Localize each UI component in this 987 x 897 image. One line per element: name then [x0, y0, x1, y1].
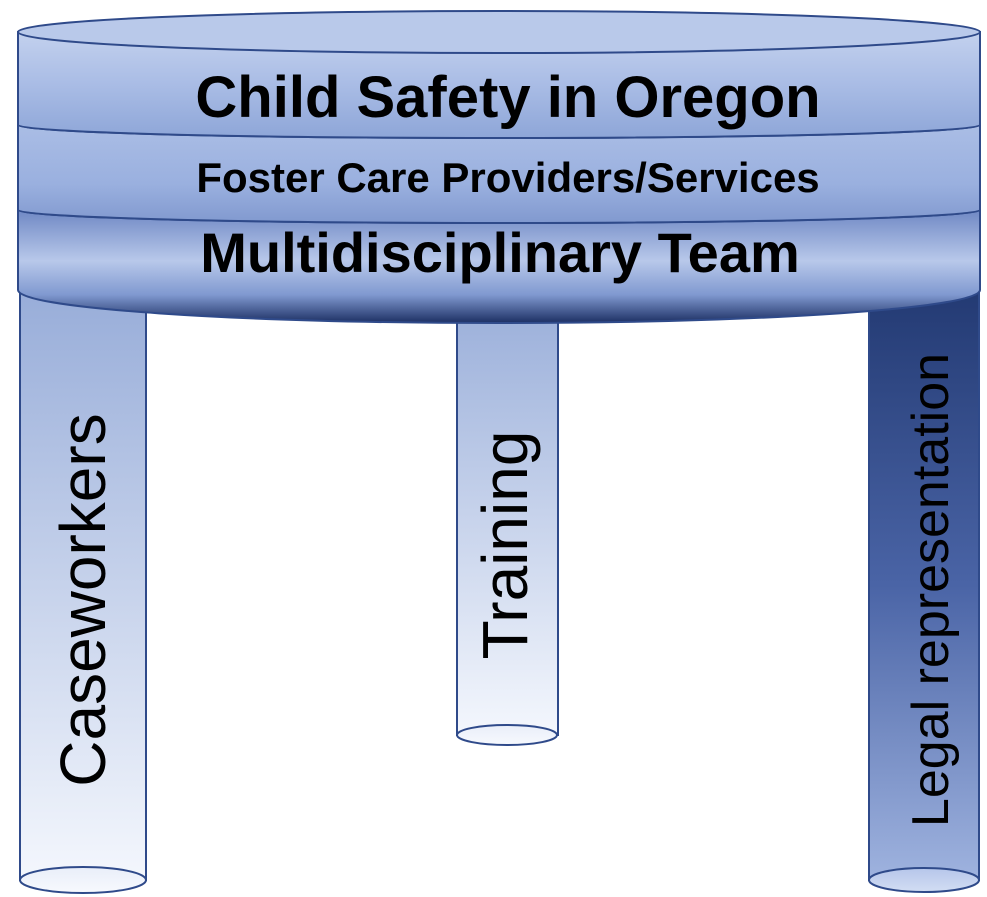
tier-child-safety-label: Child Safety in Oregon — [195, 65, 820, 130]
leg-training-label: Training — [469, 431, 541, 660]
tier-multidisciplinary-team-label: Multidisciplinary Team — [200, 221, 800, 284]
leg-training-foot — [456, 724, 558, 746]
leg-caseworkers-foot — [19, 866, 147, 894]
tabletop-surface — [17, 10, 981, 54]
leg-training: Training — [456, 289, 559, 746]
leg-caseworkers-label: Caseworkers — [47, 413, 119, 786]
leg-caseworkers: Caseworkers — [19, 289, 147, 894]
leg-legal-representation-foot — [868, 867, 980, 893]
tier-child-safety: Child Safety in Oregon — [17, 10, 981, 139]
tier-foster-care-label: Foster Care Providers/Services — [196, 154, 819, 201]
leg-legal-representation-label: Legal representation — [902, 353, 960, 827]
leg-legal-representation: Legal representation — [868, 289, 980, 893]
